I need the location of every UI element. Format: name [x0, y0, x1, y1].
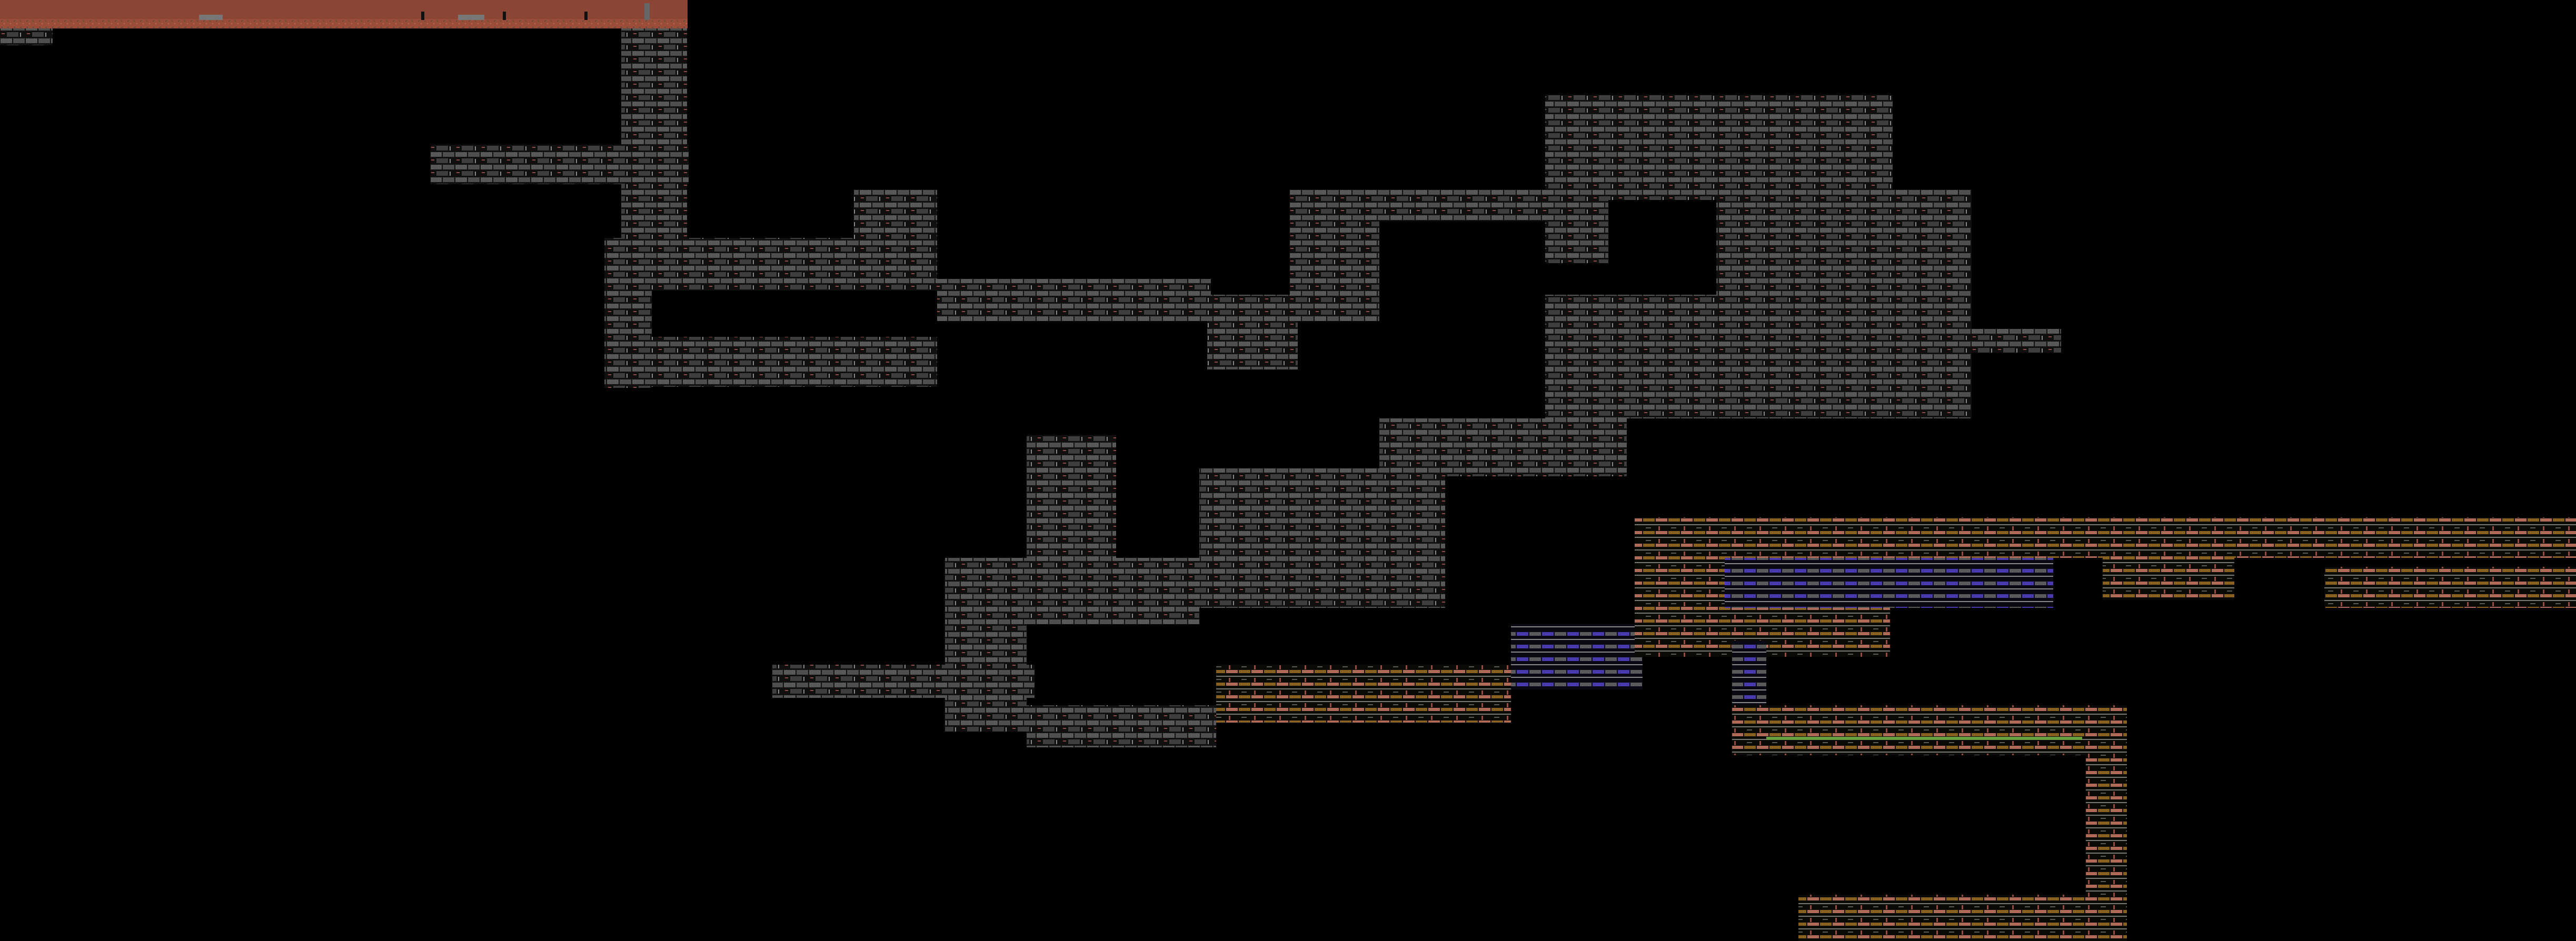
- ruin-pillar: [503, 12, 506, 20]
- cavern-room: [854, 189, 937, 247]
- stone-caverns: [0, 28, 2061, 747]
- corridor: [1379, 189, 1545, 221]
- surface: [0, 0, 688, 28]
- cavern-room: [1545, 295, 1972, 418]
- corridor: [1635, 517, 2576, 558]
- cavern-room: [0, 28, 53, 45]
- cavern-room: [1798, 895, 2127, 941]
- ruin-pillar: [584, 12, 588, 20]
- descent-shaft: [2086, 723, 2127, 920]
- radio-tower: [644, 3, 650, 20]
- cavern-room: [1290, 189, 1379, 321]
- entry-shaft: [621, 28, 687, 249]
- ruin-pillar: [421, 12, 424, 20]
- cavern-room: [1716, 189, 1972, 295]
- corridor: [1379, 418, 1627, 476]
- cavern-room: [1199, 468, 1445, 608]
- corridor: [937, 279, 1211, 321]
- ruin-building: [458, 15, 484, 20]
- ruin-building: [199, 15, 223, 20]
- lower-complex: [1216, 517, 2576, 941]
- flooded-room: [1725, 558, 2053, 608]
- cavern-room: [1027, 705, 1216, 747]
- cavern-room: [2103, 558, 2234, 600]
- corridor: [1216, 665, 1511, 723]
- cavern-room: [431, 145, 689, 184]
- corridor: [1969, 329, 2061, 353]
- cavern-room: [652, 337, 937, 387]
- cavern-room: [1545, 200, 1608, 263]
- flooded-room: [1511, 624, 1643, 689]
- sky: [0, 0, 688, 20]
- cavern-room: [945, 558, 1199, 624]
- cavern-room: [604, 291, 652, 388]
- corridor: [1732, 705, 2127, 755]
- moss-floor: [1766, 737, 2082, 740]
- cavern-room: [1207, 295, 1298, 369]
- ground-strip: [0, 19, 688, 28]
- cavern-room: [945, 624, 1027, 732]
- cavern-room: [1545, 95, 1893, 200]
- cavern-room: [2324, 567, 2576, 608]
